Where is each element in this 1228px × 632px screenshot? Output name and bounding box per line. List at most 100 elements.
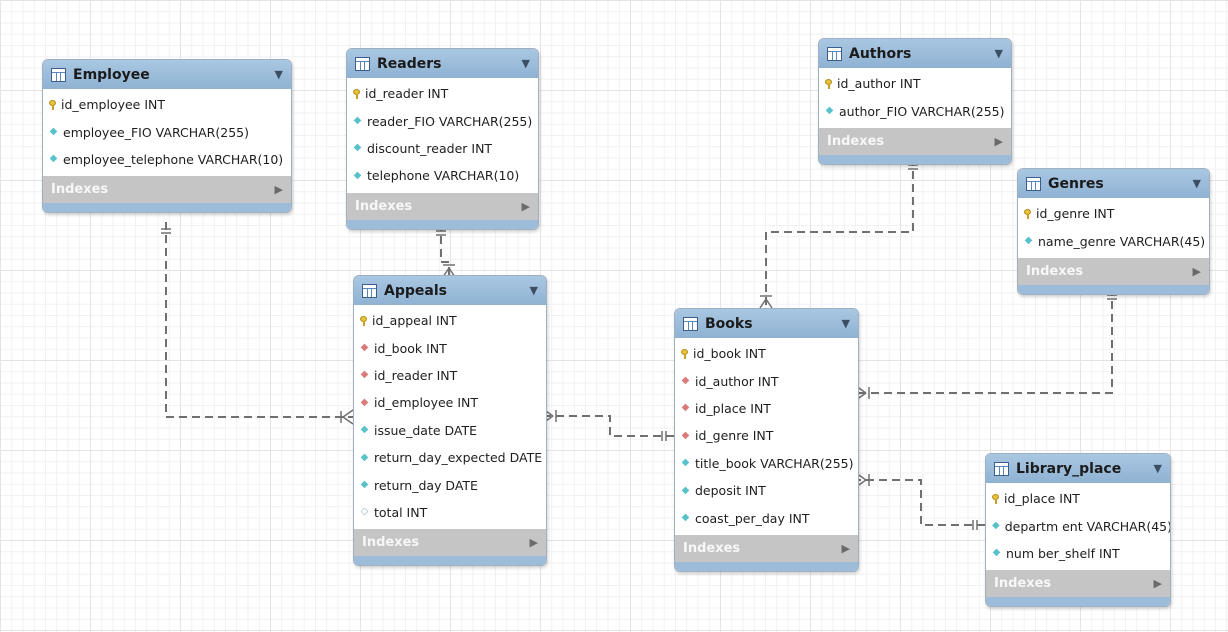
relationship-library-place-books[interactable] [855,472,985,530]
column-row[interactable]: ◆telephone VARCHAR(10) [347,162,538,189]
nullable-diamond-icon: ◇ [360,506,369,518]
table-icon [355,56,370,71]
column-label: id_author INT [837,76,921,92]
chevron-right-icon[interactable]: ▶ [1153,577,1162,591]
column-row[interactable]: ◆return_day_expected DATE [354,444,546,471]
column-row[interactable]: ◆deposit INT [675,477,858,504]
chevron-down-icon[interactable]: ▼ [1192,177,1201,190]
table-header[interactable]: Authors ▼ [819,39,1011,68]
column-label: issue_date DATE [374,422,478,438]
column-diamond-icon: ◆ [992,547,1001,559]
table-header[interactable]: Appeals▼ [354,276,546,305]
table-authors[interactable]: Authors ▼ id_author INT ◆author_FIO VARCHAR… [818,38,1012,165]
column-diamond-icon: ◆ [1024,235,1033,247]
column-row[interactable]: ◆id_author INT [675,367,858,394]
chevron-down-icon[interactable]: ▼ [529,284,538,297]
column-row[interactable]: id_place INT [986,485,1170,512]
key-icon [681,348,688,359]
table-library-place[interactable]: Library_place▼id_place INT◆departm ent V… [985,453,1171,608]
chevron-right-icon[interactable]: ▶ [994,134,1003,148]
fk-diamond-icon: ◆ [681,375,690,387]
column-row[interactable]: id_genre INT [1018,200,1209,227]
table-header[interactable]: Genres▼ [1018,169,1209,198]
column-row[interactable]: ◆id_reader INT [354,362,546,389]
table-readers[interactable]: Readers ▼ id_reader INT ◆ reader_FIO VARCHAR… [346,48,539,230]
column-diamond-icon: ◆ [49,126,58,138]
column-row[interactable]: id_employee INT [43,91,291,118]
key-icon [1024,208,1031,219]
column-row[interactable]: ◆id_genre INT [675,422,858,449]
relationship-authors-books[interactable] [759,158,918,309]
indexes-section[interactable]: Indexes▶ [675,534,858,562]
indexes-section[interactable]: Indexes▶ [354,529,546,557]
indexes-section[interactable]: Indexes▶ [986,570,1170,598]
column-row[interactable]: ◆discount_reader INT [347,135,538,162]
column-row[interactable]: id_appeal INT [354,307,546,334]
column-row[interactable]: ◆id_employee INT [354,389,546,416]
column-row[interactable]: ◆title_book VARCHAR(255) [675,450,858,477]
chevron-right-icon[interactable]: ▶ [841,541,850,555]
column-row[interactable]: ◇ total INT [354,499,546,526]
column-label: coast_per_day INT [695,510,810,526]
column-label: total INT [374,504,428,520]
table-header[interactable]: Readers ▼ [347,49,538,78]
column-diamond-icon: ◆ [353,142,362,154]
table-icon [683,316,698,331]
chevron-right-icon[interactable]: ▶ [274,183,283,197]
table-header[interactable]: Books▼ [675,309,858,338]
table-appeals[interactable]: Appeals▼id_appeal INT◆id_book INT◆id_rea… [353,275,547,567]
relationship-genres-books[interactable] [855,288,1117,401]
chevron-down-icon[interactable]: ▼ [994,47,1003,60]
table-books[interactable]: Books▼id_book INT◆id_author INT◆id_place… [674,308,859,572]
indexes-section[interactable]: Indexes▶ [43,176,291,204]
column-row[interactable]: id_book INT [675,340,858,367]
column-row[interactable]: ◆ name_genre VARCHAR(45) [1018,227,1209,254]
column-label: deposit INT [695,483,766,499]
chevron-down-icon[interactable]: ▼ [1153,462,1162,475]
table-header[interactable]: Library_place▼ [986,454,1170,483]
column-label: reader_FIO VARCHAR(255) [367,113,533,129]
column-row[interactable]: id_author INT [819,70,1011,97]
column-list: id_book INT◆id_author INT◆id_place INT◆i… [675,338,858,535]
column-diamond-icon: ◆ [681,457,690,469]
chevron-down-icon[interactable]: ▼ [274,68,283,81]
table-icon [827,46,842,61]
chevron-right-icon[interactable]: ▶ [1192,264,1201,278]
column-row[interactable]: ◆id_book INT [354,334,546,361]
chevron-down-icon[interactable]: ▼ [521,57,530,70]
table-title: Readers [377,55,442,72]
column-row[interactable]: ◆departm ent VARCHAR(45) [986,512,1170,539]
column-row[interactable]: ◆num ber_shelf INT [986,540,1170,567]
chevron-right-icon[interactable]: ▶ [529,536,538,550]
column-row[interactable]: ◆coast_per_day INT [675,504,858,531]
relationship-employee-appeals[interactable] [161,222,354,425]
relationship-readers-appeals[interactable] [436,223,456,278]
table-title: Authors [849,45,912,62]
indexes-section[interactable]: Indexes▶ [819,127,1011,155]
column-diamond-icon: ◆ [360,424,369,436]
relationship-line [765,158,914,308]
column-row[interactable]: ◆id_place INT [675,395,858,422]
table-footer [1018,284,1209,294]
table-icon [994,461,1009,476]
indexes-label: Indexes [355,198,413,214]
table-genres[interactable]: Genres▼id_genre INT ◆ name_genre VARCHAR(4… [1017,168,1210,295]
chevron-right-icon[interactable]: ▶ [521,199,530,213]
column-row[interactable]: ◆author_FIO VARCHAR(255) [819,97,1011,124]
many-marker [340,409,354,425]
indexes-section[interactable]: Indexes▶ [1018,257,1209,285]
relationship-books-appeals[interactable] [542,408,674,441]
column-row[interactable]: ◆ issue_date DATE [354,417,546,444]
table-employee[interactable]: Employee▼id_employee INT◆employee_FIO VA… [42,59,292,214]
column-row[interactable]: ◆employee_FIO VARCHAR(255) [43,118,291,145]
column-diamond-icon: ◆ [353,115,362,127]
table-header[interactable]: Employee▼ [43,60,291,89]
column-row[interactable]: ◆employee_telephone VARCHAR(10) [43,146,291,173]
column-row[interactable]: ◆return_day DATE [354,471,546,498]
column-row[interactable]: ◆ reader_FIO VARCHAR(255) [347,107,538,134]
chevron-down-icon[interactable]: ▼ [841,317,850,330]
indexes-section[interactable]: Indexes ▶ [347,192,538,220]
column-row[interactable]: id_reader INT [347,80,538,107]
column-label: name_genre VARCHAR(45) [1038,233,1206,249]
